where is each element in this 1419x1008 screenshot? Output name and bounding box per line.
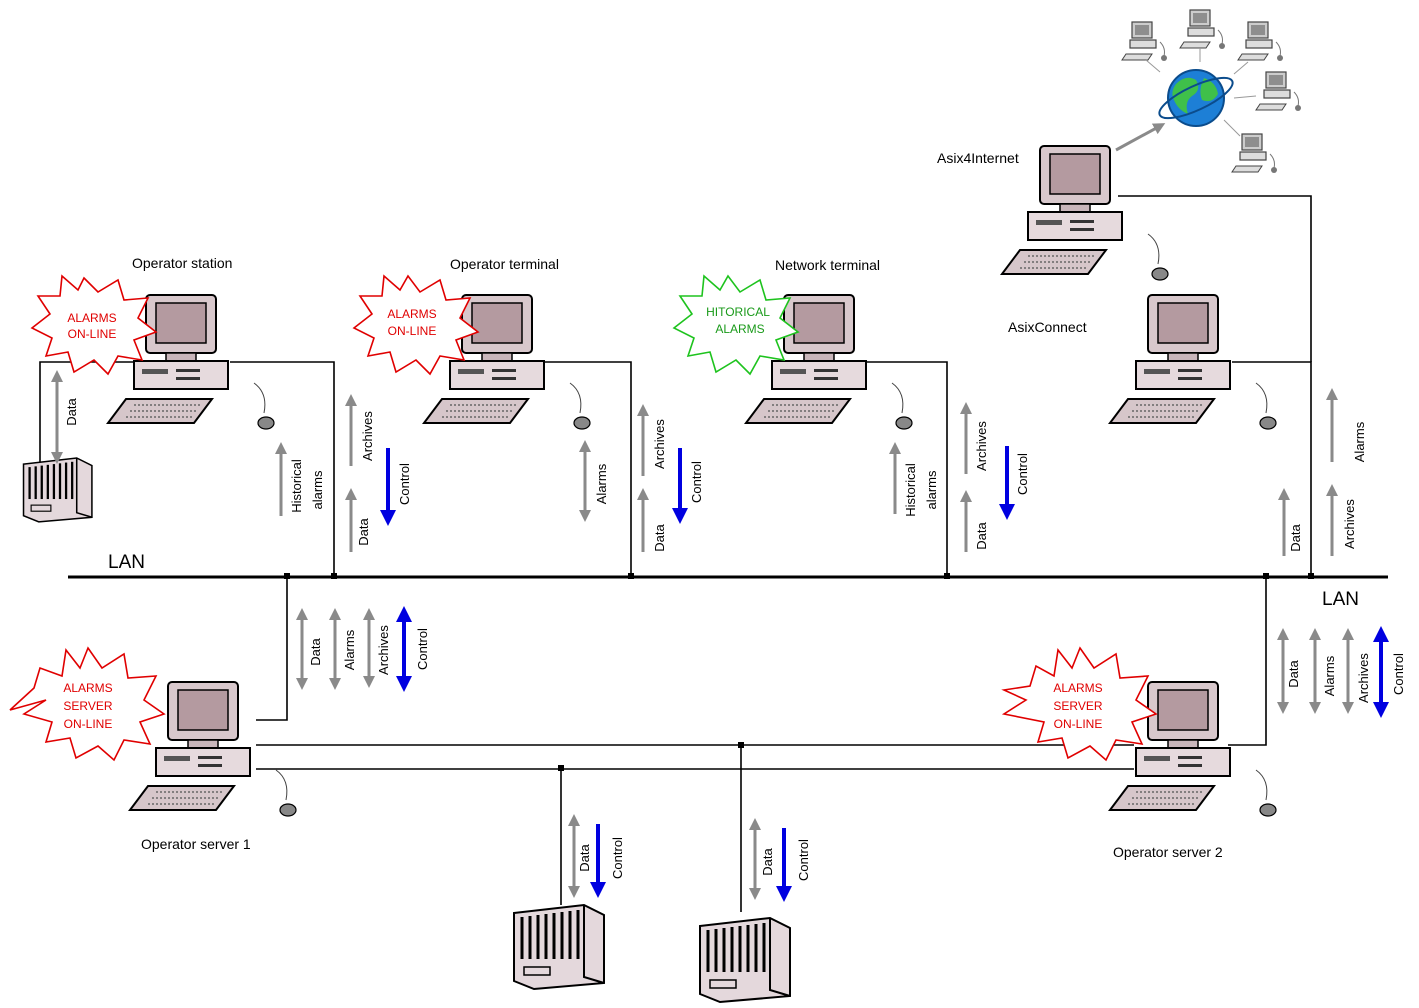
- asix4internet-label: Asix4Internet: [937, 150, 1019, 166]
- operator-station-label: Operator station: [132, 255, 232, 271]
- historical_alarms-label: alarms: [924, 470, 939, 510]
- historical-alarms-burst: HITORICAL ALARMS: [672, 274, 800, 376]
- archives-label: Archives: [360, 411, 375, 461]
- data-label: Data: [577, 844, 592, 872]
- remote-pc-icon: [1179, 9, 1226, 50]
- svg-text:ALARMS: ALARMS: [387, 307, 436, 321]
- historical-label: Historical: [289, 459, 304, 513]
- alarms-server-online-burst-1: ALARMS SERVER ON-LINE: [9, 646, 166, 762]
- archives-label: Archives: [1342, 499, 1357, 549]
- svg-text:ALARMS: ALARMS: [715, 322, 764, 336]
- svg-text:ON-LINE: ON-LINE: [64, 717, 113, 731]
- svg-text:ON-LINE: ON-LINE: [388, 324, 437, 338]
- alarms-server-online-burst-2: ALARMS SERVER ON-LINE: [1001, 646, 1158, 762]
- station-controller: [22, 456, 94, 523]
- archives-label: Archives: [1356, 653, 1371, 703]
- data-label: Data: [652, 524, 667, 552]
- data-label: Data: [1286, 660, 1301, 688]
- remote-clients: [1121, 9, 1302, 174]
- svg-text:ALARMS: ALARMS: [1053, 681, 1102, 695]
- operator-server-1-computer: [129, 681, 297, 817]
- alarms-label: Alarms: [1322, 655, 1337, 696]
- lan-label-left: LAN: [108, 552, 145, 573]
- asix4internet-computer: [1001, 145, 1169, 281]
- field-controller-2: [698, 916, 792, 1004]
- alarms-label: Alarms: [342, 629, 357, 670]
- globe-icon: [1158, 69, 1234, 127]
- historical_alarms-label: alarms: [310, 470, 325, 510]
- archives-label: Archives: [376, 625, 391, 675]
- control-label: Control: [1015, 453, 1030, 495]
- asixconnect-label: AsixConnect: [1008, 319, 1087, 335]
- remote-pc-icon: [1237, 21, 1284, 62]
- operator-server-1-label: Operator server 1: [141, 836, 251, 852]
- data-label: Data: [974, 522, 989, 550]
- lan-junctions: [284, 573, 1314, 771]
- archives-label: Archives: [974, 421, 989, 471]
- alarms-online-burst-terminal: ALARMS ON-LINE: [352, 274, 480, 376]
- svg-text:SERVER: SERVER: [63, 699, 112, 713]
- lan-label-right: LAN: [1322, 589, 1359, 610]
- remote-pc-icon: [1255, 71, 1302, 112]
- network-terminal-label: Network terminal: [775, 257, 880, 273]
- control-label: Control: [415, 628, 430, 670]
- historical-label: Historical: [903, 463, 918, 517]
- archives-label: Archives: [652, 419, 667, 469]
- data-label: Data: [64, 398, 79, 426]
- alarms-online-burst-station: ALARMS ON-LINE: [30, 274, 158, 376]
- remote-pc-icon: [1231, 133, 1278, 174]
- control-label: Control: [689, 461, 704, 503]
- alarms-label: Alarms: [594, 463, 609, 504]
- control-label: Control: [610, 837, 625, 879]
- svg-text:ON-LINE: ON-LINE: [1054, 717, 1103, 731]
- remote-pc-icon: [1121, 21, 1168, 62]
- alarms-label: Alarms: [1352, 421, 1367, 462]
- data-label: Data: [308, 638, 323, 666]
- operator-terminal-label: Operator terminal: [450, 256, 559, 272]
- svg-text:HITORICAL: HITORICAL: [706, 305, 770, 319]
- svg-text:ALARMS: ALARMS: [67, 311, 116, 325]
- svg-text:ALARMS: ALARMS: [63, 681, 112, 695]
- internet-link-arrow: [1115, 123, 1166, 152]
- data-label: Data: [356, 518, 371, 546]
- network-wires: [39, 195, 1312, 912]
- control-label: Control: [1391, 653, 1406, 695]
- field-controller-1: [512, 903, 606, 991]
- data-label: Data: [1288, 524, 1303, 552]
- svg-text:ON-LINE: ON-LINE: [68, 327, 117, 341]
- control-label: Control: [796, 839, 811, 881]
- control-label: Control: [397, 463, 412, 505]
- operator-server-2-label: Operator server 2: [1113, 844, 1223, 860]
- svg-text:SERVER: SERVER: [1053, 699, 1102, 713]
- data-label: Data: [760, 848, 775, 876]
